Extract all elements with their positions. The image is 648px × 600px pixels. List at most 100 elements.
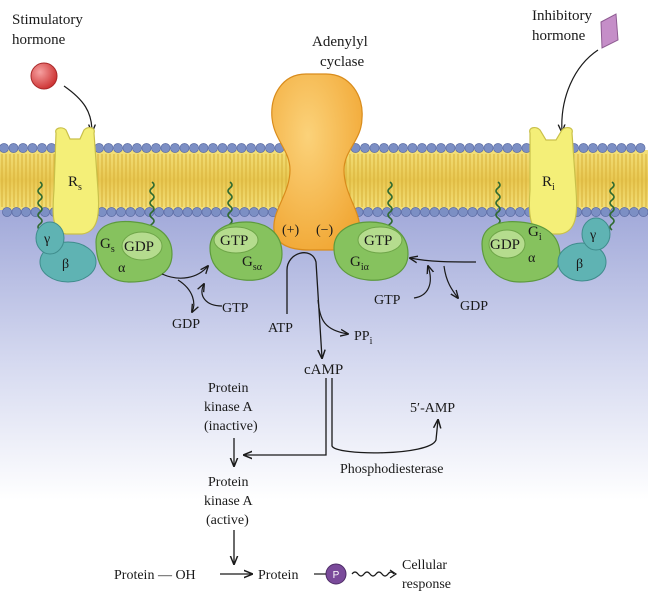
phospholipid-head-inner	[106, 207, 117, 217]
stimulatory-hormone-molecule	[30, 62, 58, 90]
pka-active-line2: kinase A	[204, 494, 253, 509]
phospholipid-head-inner	[2, 207, 12, 217]
gs-activation-arrow	[161, 266, 208, 279]
phospholipid-head-outer	[179, 143, 190, 153]
phospholipid-head-inner	[391, 207, 402, 217]
gs-alpha-gtp	[209, 221, 283, 281]
ppi-release-arrow	[317, 299, 348, 334]
phospholipid-head-outer	[122, 143, 133, 153]
phospholipid-head-inner	[125, 207, 136, 217]
phospholipid-head-inner	[135, 207, 145, 217]
phospholipid-head-outer	[578, 143, 589, 153]
pka-inactive-line2: kinase A	[204, 400, 253, 415]
membrane-anchor-helices	[37, 181, 615, 231]
rs-label: Rs	[68, 174, 82, 193]
phospholipid-head-outer	[379, 143, 389, 153]
phospholipid-head-inner	[21, 207, 31, 217]
phospholipid-head-outer	[246, 143, 256, 153]
pka-active-line1: Protein	[208, 475, 248, 490]
stimulatory-label-line1: Stimulatory	[12, 12, 83, 28]
phospholipid-head-inner	[600, 207, 611, 217]
phospholipid-head-inner	[420, 207, 430, 217]
phospholipid-head-inner	[239, 207, 250, 217]
phospholipid-head-inner	[467, 207, 478, 217]
phospholipid-head-inner	[439, 207, 449, 217]
phospholipid-head-outer	[464, 143, 475, 153]
phospholipid-head-inner	[619, 207, 630, 217]
phospholipid-head-outer	[46, 143, 57, 153]
phospholipid-head-outer	[103, 143, 114, 153]
phospholipid-head-outer	[170, 143, 180, 153]
inhibitory-receptor	[528, 127, 578, 235]
gi-activation-arrow	[410, 258, 477, 262]
membrane-anchor-helix	[387, 181, 393, 231]
phospholipid-head-outer	[27, 143, 38, 153]
phospholipid-head-outer	[626, 143, 636, 153]
gs-label: Gs	[100, 236, 115, 255]
phospholipid-head-outer	[227, 143, 237, 153]
gi-gamma-subunit	[581, 217, 611, 251]
phospholipid-head-outer	[132, 143, 142, 153]
phospholipid-head-outer	[493, 143, 503, 153]
stimulatory-binding-arrow	[63, 85, 92, 132]
phospholipid-head-outer	[255, 143, 266, 153]
gi-alpha-gtp	[333, 221, 409, 281]
gsa-label: Gsα	[242, 254, 263, 273]
camp-to-pka-arrow	[244, 378, 327, 455]
gsa-gtp-label: GTP	[220, 233, 248, 249]
phospholipid-head-inner	[448, 207, 459, 217]
atp-label: ATP	[268, 321, 293, 336]
gs-gamma-subunit	[35, 221, 65, 255]
adenylyl-label-line2: cyclase	[320, 54, 364, 70]
phospholipid-head-inner	[249, 207, 259, 217]
membrane-anchor-helix	[37, 181, 43, 231]
phospholipid-head-inner	[192, 207, 202, 217]
phospholipid-head-outer	[141, 143, 152, 153]
phospholipid-head-outer	[512, 143, 522, 153]
phospholipid-head-inner	[201, 207, 212, 217]
gi-gdp-pocket	[488, 229, 526, 259]
phospholipid-head-inner	[515, 207, 525, 217]
gi-protein-complex	[481, 217, 611, 283]
phosphodiesterase-arrow	[331, 378, 438, 454]
gdp-release-arrow-right	[443, 265, 458, 298]
gia-gtp-label: GTP	[364, 233, 392, 249]
phospholipid-head-inner	[581, 207, 592, 217]
phospholipid-head-outer	[160, 143, 171, 153]
phospholipid-head-outer	[8, 143, 19, 153]
gi-gamma-label: γ	[589, 228, 596, 243]
phospholipid-head-inner	[182, 207, 193, 217]
phospholipid-head-inner	[258, 207, 269, 217]
gs-gdp-pocket	[121, 231, 163, 261]
phospholipid-head-outer	[18, 143, 28, 153]
phospholipid-head-outer	[0, 143, 9, 153]
phospholipid-head-inner	[429, 207, 440, 217]
gtp-left-label: GTP	[222, 301, 249, 316]
phospholipid-head-inner	[477, 207, 487, 217]
phospholipid-head-inner	[410, 207, 421, 217]
ppi-label: PPi	[354, 329, 373, 347]
wavy-arrow-head	[389, 569, 398, 579]
phospholipid-head-outer	[208, 143, 218, 153]
phospholipid-head-outer	[217, 143, 228, 153]
inhibitory-binding-arrow	[562, 49, 599, 132]
phospholipid-head-inner	[173, 207, 183, 217]
gdp-right-label: GDP	[460, 299, 488, 314]
phospholipid-head-outer	[151, 143, 161, 153]
camp-label: cAMP	[304, 362, 343, 378]
phospholipid-head-outer	[455, 143, 465, 153]
protein-label: Protein	[258, 568, 298, 583]
gs-gamma-label: γ	[43, 232, 50, 247]
adenylyl-minus-site: (−)	[316, 223, 334, 238]
phospholipid-head-outer	[388, 143, 399, 153]
cellular-response-wavy-arrow	[351, 571, 395, 577]
phospholipid-head-inner	[401, 207, 411, 217]
gtp-binding-arrow-right	[413, 266, 430, 299]
phospholipid-head-outer	[417, 143, 427, 153]
phospholipid-head-outer	[398, 143, 408, 153]
phospholipid-head-outer	[189, 143, 199, 153]
phospholipid-head-outer	[445, 143, 456, 153]
phospholipid-head-inner	[11, 207, 22, 217]
